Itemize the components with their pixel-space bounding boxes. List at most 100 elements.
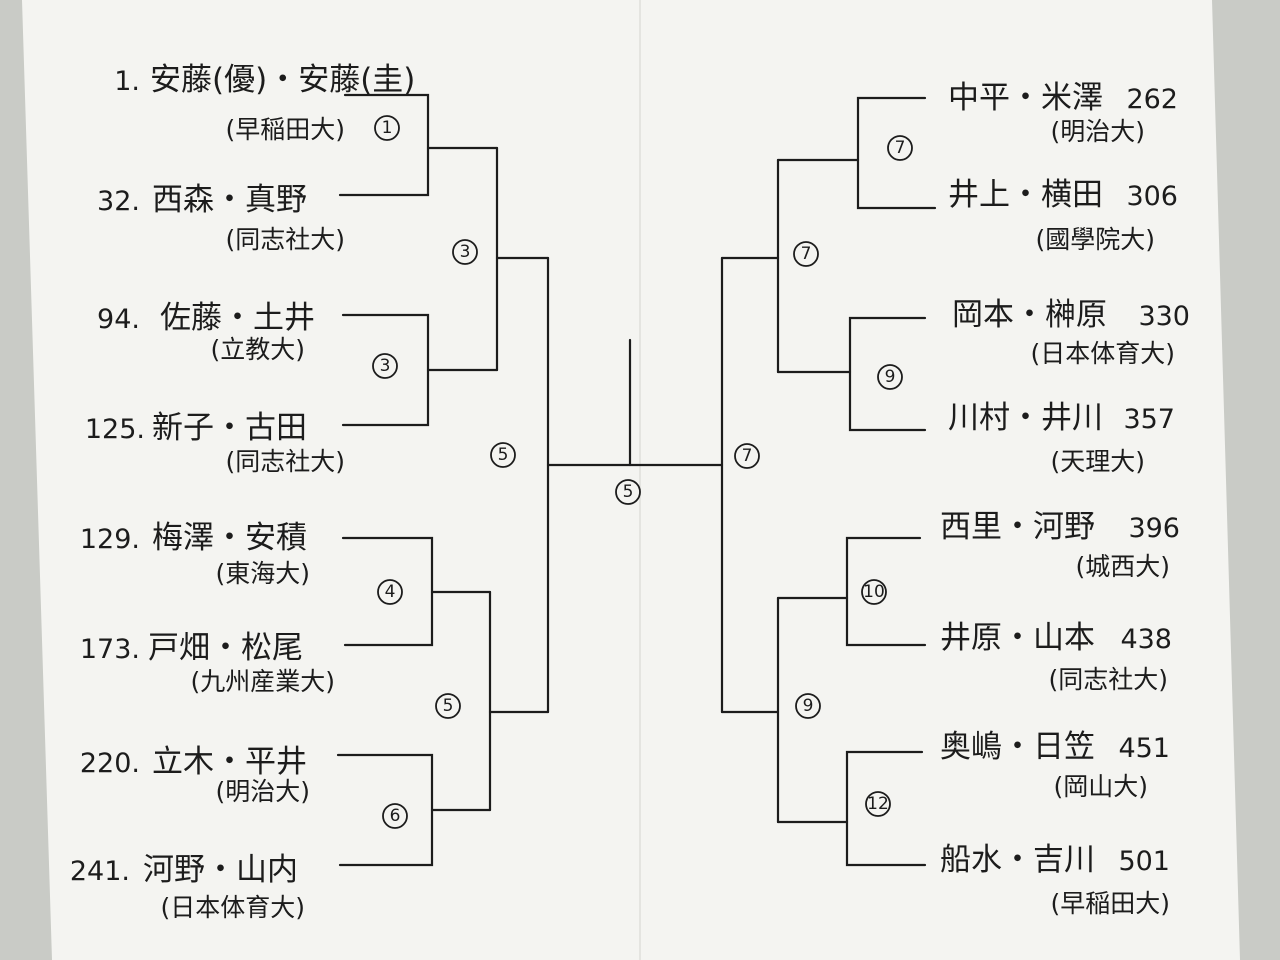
team-university: (日本体育大): [160, 893, 305, 922]
final-mark: 5: [615, 479, 641, 505]
right-team-entry: 船水・吉川 501 (早稲田大): [940, 842, 1170, 918]
team-university: (東海大): [215, 559, 310, 588]
left-team-entry: 1. 安藤(優)・安藤(圭) (早稲田大): [114, 62, 415, 144]
team-university: (同志社大): [1048, 665, 1168, 694]
team-player-names: 西里・河野: [940, 509, 1095, 545]
team-seed-number: 438: [1120, 624, 1172, 655]
team-player-names: 川村・井川: [948, 400, 1103, 436]
team-seed-number: 451: [1118, 733, 1170, 764]
team-university: (早稲田大): [225, 115, 345, 144]
team-seed-number: 1.: [114, 66, 140, 97]
team-university: (明治大): [215, 777, 310, 806]
svg-text:7: 7: [742, 446, 753, 466]
team-university: (天理大): [1050, 447, 1145, 476]
svg-text:6: 6: [390, 806, 401, 826]
right-team-entry: 奥嶋・日笠 451 (岡山大): [940, 729, 1170, 801]
team-seed-number: 262: [1126, 84, 1178, 115]
left-round1-mark: 4: [377, 579, 403, 605]
team-seed-number: 501: [1118, 846, 1170, 877]
left-round2-mark: 3: [452, 239, 478, 265]
right-team-entry: 井上・横田 306 (國學院大): [948, 177, 1178, 254]
right-round2-mark: 7: [793, 241, 819, 267]
team-university: (九州産業大): [190, 667, 335, 696]
right-round1-mark: 9: [877, 364, 903, 390]
team-seed-number: 241.: [70, 856, 130, 887]
svg-text:9: 9: [803, 696, 814, 716]
team-university: (城西大): [1075, 552, 1170, 581]
team-seed-number: 173.: [80, 634, 140, 665]
team-seed-number: 396: [1128, 513, 1180, 544]
team-player-names: 奥嶋・日笠: [940, 729, 1095, 765]
left-round2-mark: 5: [435, 693, 461, 719]
right-round1-mark: 12: [865, 791, 891, 817]
svg-text:7: 7: [801, 244, 812, 264]
svg-text:1: 1: [382, 118, 393, 138]
left-team-entry: 129. 梅澤・安積 (東海大): [80, 520, 310, 588]
left-teams: 1. 安藤(優)・安藤(圭) (早稲田大) 32. 西森・真野 (同志社大) 94. 佐藤・土…: [70, 62, 416, 922]
svg-text:5: 5: [623, 482, 634, 502]
right-team-entry: 井原・山本 438 (同志社大): [940, 620, 1172, 694]
team-university: (早稲田大): [1050, 889, 1170, 918]
svg-text:9: 9: [885, 367, 896, 387]
svg-text:10: 10: [863, 582, 885, 602]
left-team-entry: 32. 西森・真野 (同志社大): [97, 182, 345, 254]
round-marks: 1 3 4 6 3 5 5 5 7 7 9 7 9 10 12: [372, 115, 913, 829]
left-team-entry: 94. 佐藤・土井(立教大): [97, 300, 315, 364]
team-seed-number: 125.: [85, 414, 145, 445]
right-team-entry: 川村・井川 357 (天理大): [948, 400, 1175, 476]
team-player-names: 立木・平井: [152, 744, 307, 780]
svg-text:3: 3: [380, 356, 391, 376]
team-seed-number: 220.: [80, 748, 140, 779]
team-university: (國學院大): [1035, 225, 1155, 254]
svg-text:5: 5: [443, 696, 454, 716]
left-round1-mark: 3: [372, 353, 398, 379]
left-round1-mark: 6: [382, 803, 408, 829]
team-university: (同志社大): [225, 447, 345, 476]
team-university: (明治大): [1050, 117, 1145, 146]
team-player-names: 佐藤・土井: [160, 300, 315, 336]
team-university: (同志社大): [225, 225, 345, 254]
svg-text:7: 7: [895, 138, 906, 158]
team-player-names: 河野・山内: [143, 852, 298, 888]
team-seed-number: 306: [1126, 181, 1178, 212]
left-semi-mark: 5: [490, 442, 516, 468]
right-team-entry: 西里・河野 396 (城西大): [940, 509, 1180, 581]
right-team-entry: 岡本・榊原 330 (日本体育大): [952, 297, 1190, 368]
team-player-names: 安藤(優)・安藤(圭): [150, 62, 415, 98]
team-seed-number: 330: [1138, 301, 1190, 332]
team-player-names: 戸畑・松尾: [148, 630, 303, 666]
left-round1-mark: 1: [374, 115, 400, 141]
team-player-names: 中平・米澤: [948, 80, 1103, 116]
team-player-names: 新子・古田: [152, 410, 307, 446]
team-university: (立教大): [210, 335, 305, 364]
left-team-entry: 173. 戸畑・松尾(九州産業大): [80, 630, 335, 696]
team-player-names: 岡本・榊原: [952, 297, 1107, 333]
right-round1-mark: 10: [861, 579, 887, 605]
team-player-names: 井上・横田: [948, 177, 1103, 213]
team-player-names: 梅澤・安積: [152, 520, 307, 556]
left-team-entry: 125.新子・古田(同志社大): [85, 410, 345, 476]
right-team-entry: 中平・米澤 262(明治大): [948, 80, 1178, 146]
right-round1-mark: 7: [887, 135, 913, 161]
left-team-entry: 220. 立木・平井(明治大): [80, 744, 310, 806]
right-round2-mark: 9: [795, 693, 821, 719]
team-seed-number: 129.: [80, 524, 140, 555]
svg-text:4: 4: [385, 582, 396, 602]
team-seed-number: 357: [1123, 404, 1175, 435]
team-player-names: 船水・吉川: [940, 842, 1095, 878]
svg-text:3: 3: [460, 242, 471, 262]
svg-text:12: 12: [867, 794, 889, 814]
team-player-names: 西森・真野: [152, 182, 307, 218]
team-seed-number: 94.: [97, 304, 140, 335]
team-player-names: 井原・山本: [940, 620, 1095, 656]
paper-sheet: [0, 0, 1240, 960]
right-semi-mark: 7: [734, 443, 760, 469]
team-university: (日本体育大): [1030, 339, 1175, 368]
svg-text:5: 5: [498, 445, 509, 465]
right-teams: 中平・米澤 262(明治大) 井上・横田 306 (國學院大) 岡本・榊原 330 (日本体育…: [940, 80, 1190, 918]
bracket-lines: [336, 93, 937, 867]
left-team-entry: 241. 河野・山内 (日本体育大): [70, 852, 305, 922]
team-seed-number: 32.: [97, 186, 140, 217]
team-university: (岡山大): [1053, 772, 1148, 801]
